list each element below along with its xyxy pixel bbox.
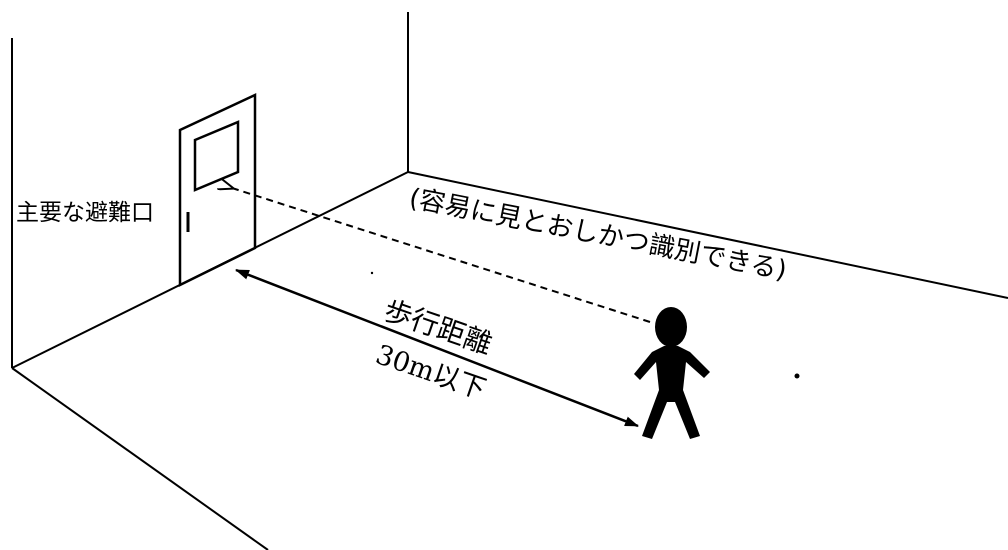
door-frame bbox=[178, 93, 257, 288]
room-outline bbox=[11, 12, 1008, 550]
person-head bbox=[655, 307, 687, 347]
floor-right-edge bbox=[407, 171, 1008, 299]
exit-label: 主要な避難口 bbox=[16, 200, 154, 226]
walking-distance-arrow bbox=[235, 268, 639, 428]
visibility-note: (容易に見とおしかつ識別できる) bbox=[407, 183, 789, 286]
floor-front-edge bbox=[11, 367, 269, 550]
person-silhouette-icon bbox=[634, 307, 710, 439]
scan-dot bbox=[794, 373, 800, 379]
door-window bbox=[193, 120, 240, 192]
person-body bbox=[634, 346, 710, 439]
scan-dot bbox=[370, 271, 374, 275]
door-icon bbox=[178, 93, 257, 288]
